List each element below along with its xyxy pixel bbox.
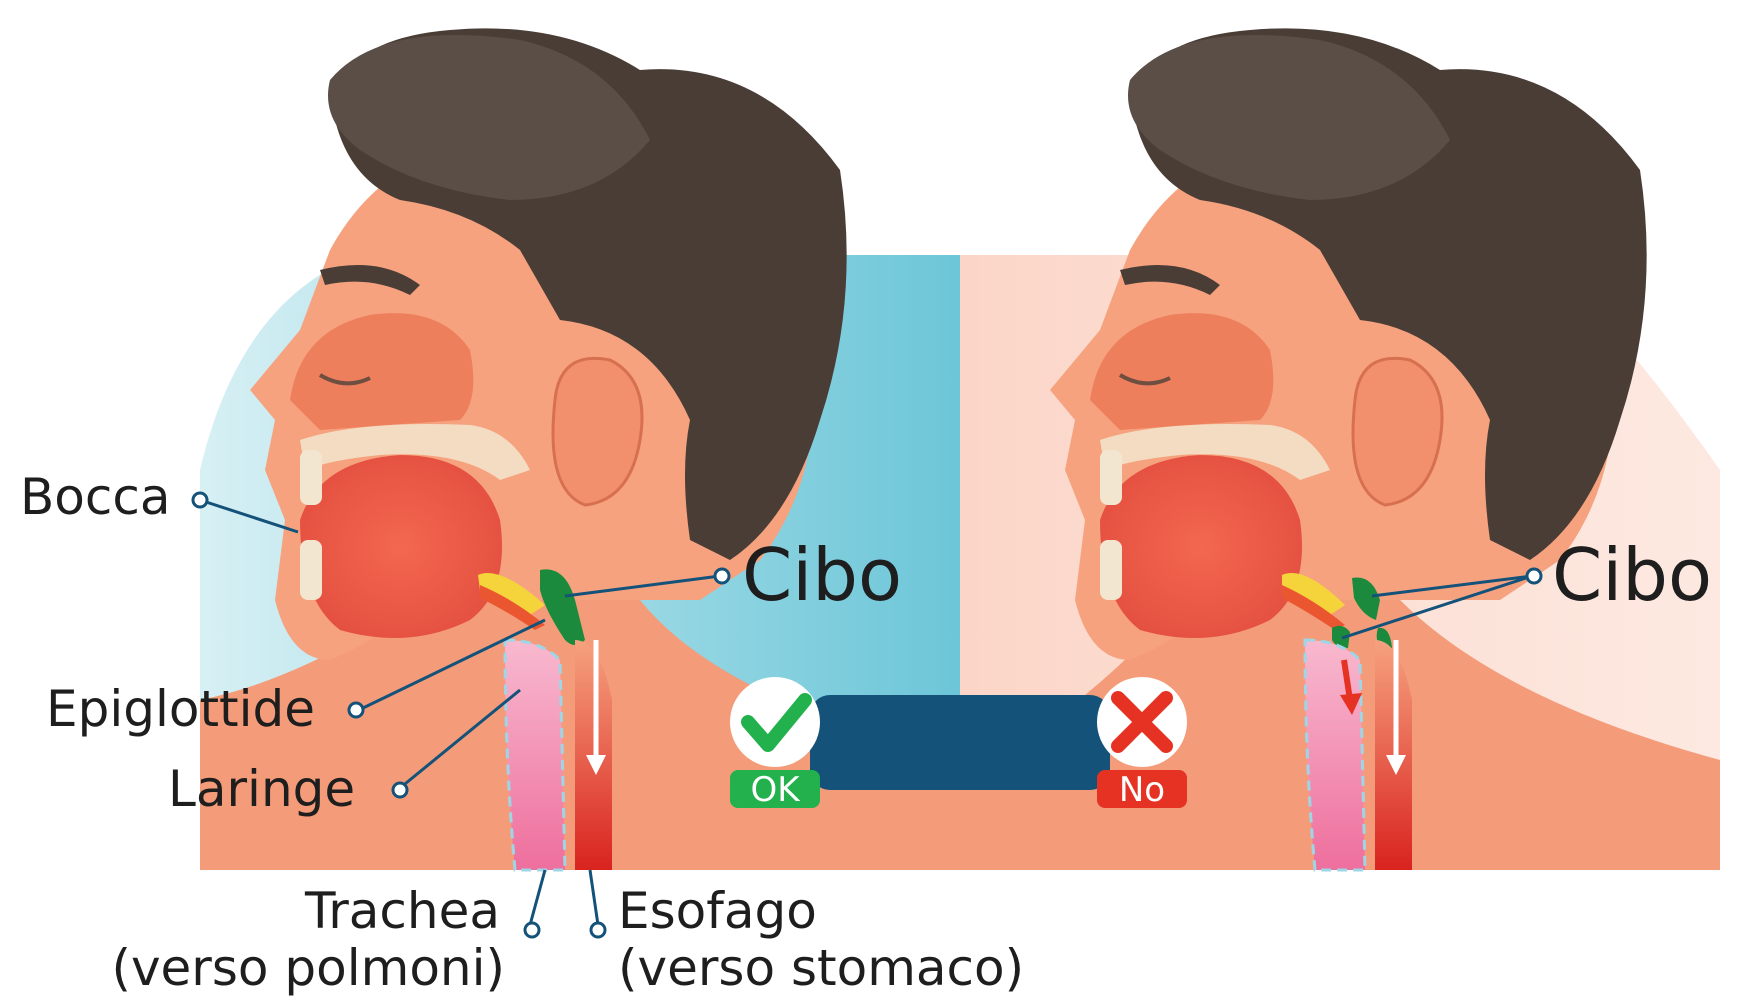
label-food-left: Cibo: [742, 533, 902, 617]
dot-esophagus: [591, 923, 605, 937]
dot-mouth: [193, 493, 207, 507]
left-teeth-lower: [300, 540, 322, 600]
dot-larynx: [393, 783, 407, 797]
label-trachea-note: (verso polmoni): [111, 939, 505, 997]
right-trachea: [1305, 640, 1365, 870]
label-trachea: Trachea: [304, 882, 500, 940]
leader-esophagus: [590, 870, 598, 925]
dot-trachea: [525, 923, 539, 937]
label-larynx: Laringe: [168, 760, 355, 818]
leader-trachea: [530, 870, 545, 925]
label-mouth: Bocca: [20, 468, 171, 526]
right-teeth-lower: [1100, 540, 1122, 600]
ok-badge: OK: [730, 677, 820, 810]
no-label: No: [1119, 770, 1165, 810]
left-trachea: [505, 640, 565, 870]
dot-epiglottis: [349, 703, 363, 717]
right-teeth-upper: [1100, 450, 1122, 505]
label-epiglottis: Epiglottide: [46, 680, 315, 738]
no-badge: No: [1097, 677, 1187, 810]
left-mouth-cavity: [300, 455, 502, 638]
label-esophagus: Esofago: [618, 882, 817, 940]
label-food-right: Cibo: [1552, 533, 1712, 617]
connector-bar: [810, 695, 1110, 790]
dot-food-left: [715, 569, 729, 583]
label-esophagus-note: (verso stomaco): [618, 939, 1024, 997]
dot-food-right: [1527, 569, 1541, 583]
right-mouth-cavity: [1100, 455, 1302, 638]
left-teeth-upper: [300, 450, 322, 505]
ok-label: OK: [750, 770, 801, 810]
